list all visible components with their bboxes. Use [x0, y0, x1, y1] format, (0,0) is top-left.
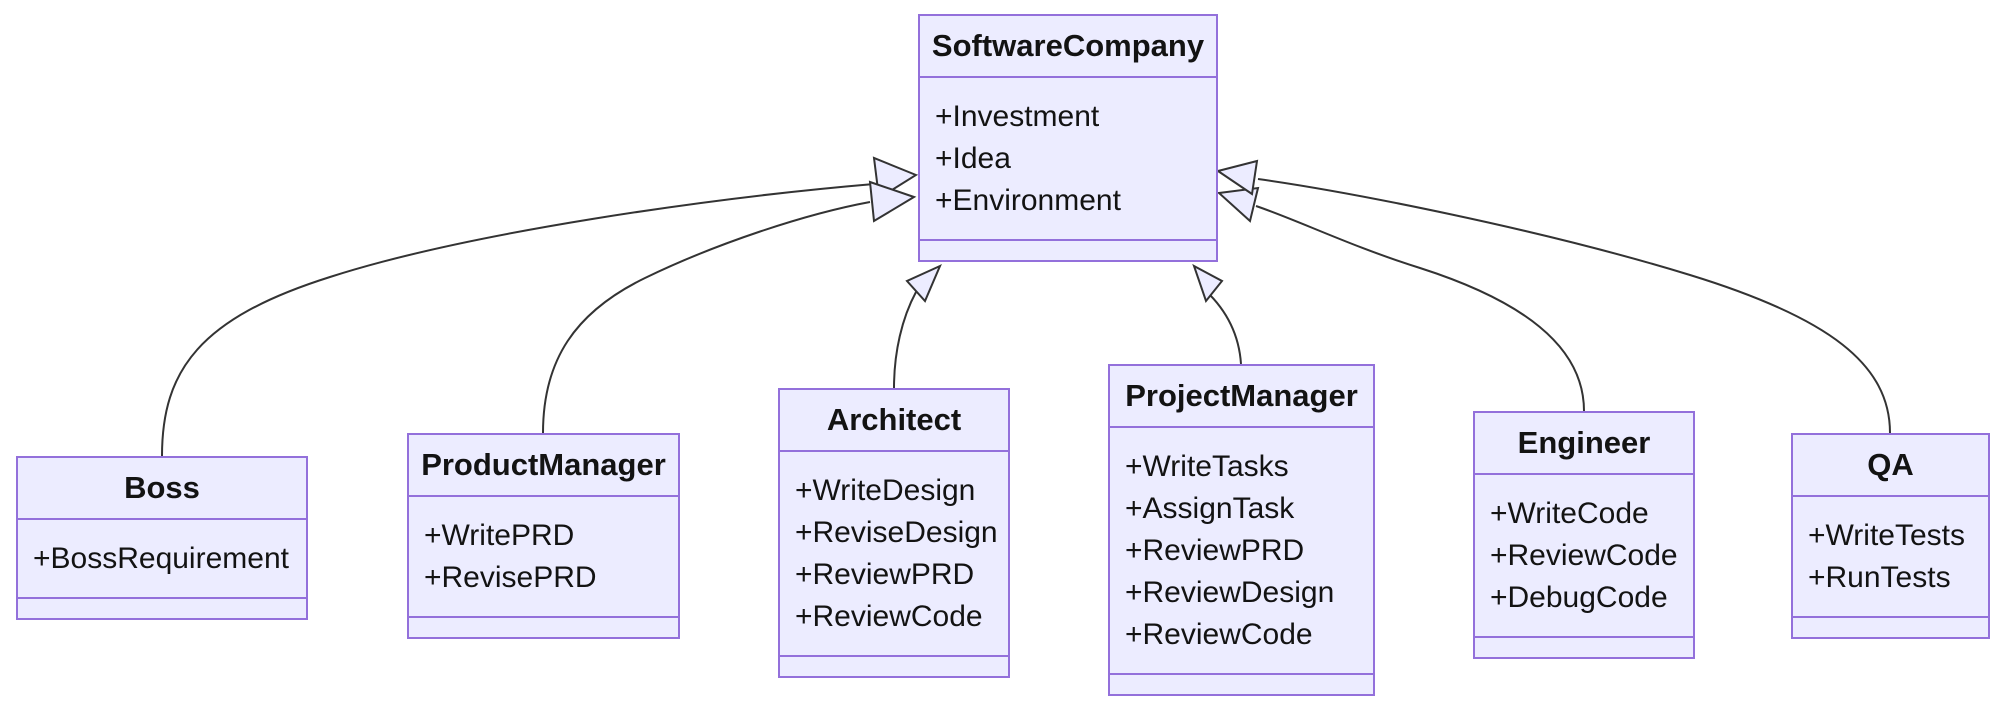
class-title: Boss	[18, 458, 306, 520]
class-methods-empty-section	[1475, 638, 1693, 657]
class-members-section: +BossRequirement	[18, 520, 306, 599]
class-box-productmanager: ProductManager +WritePRD +RevisePRD	[407, 433, 680, 639]
class-member: +RunTests	[1808, 561, 1951, 594]
class-member: +Idea	[935, 142, 1011, 175]
inheritance-arrowhead-architect	[905, 264, 942, 303]
class-member: +WriteDesign	[795, 474, 976, 507]
class-member: +WriteTasks	[1125, 450, 1289, 483]
class-member: +ReviewCode	[1490, 539, 1678, 572]
class-member: +Investment	[935, 100, 1100, 133]
inheritance-edge-engineer-softwarecompany	[1216, 186, 1585, 412]
class-members-section: +Investment +Idea +Environment	[920, 78, 1216, 241]
inheritance-edge-projectmanager-softwarecompany	[1192, 263, 1242, 365]
class-member: +BossRequirement	[33, 542, 289, 575]
class-member: +WritePRD	[424, 519, 575, 552]
class-title: QA	[1793, 435, 1988, 497]
inheritance-edge-qa-softwarecompany	[1215, 159, 1891, 434]
class-member: +ReviewDesign	[1125, 576, 1335, 609]
class-methods-empty-section	[780, 657, 1008, 676]
class-box-softwarecompany: SoftwareCompany +Investment +Idea +Envir…	[918, 14, 1218, 262]
class-methods-empty-section	[920, 241, 1216, 260]
class-title: ProductManager	[409, 435, 678, 497]
class-methods-empty-section	[409, 618, 678, 637]
class-members-section: +WritePRD +RevisePRD	[409, 497, 678, 618]
class-box-boss: Boss +BossRequirement	[16, 456, 308, 620]
class-title: SoftwareCompany	[920, 16, 1216, 78]
class-member: +RevisePRD	[424, 561, 597, 594]
class-members-section: +WriteCode +ReviewCode +DebugCode	[1475, 475, 1693, 638]
class-title: ProjectManager	[1110, 366, 1373, 428]
class-member: +ReviseDesign	[795, 516, 998, 549]
class-members-section: +WriteTests +RunTests	[1793, 497, 1988, 618]
class-member: +Environment	[935, 184, 1121, 217]
class-member: +DebugCode	[1490, 581, 1668, 614]
class-box-architect: Architect +WriteDesign +ReviseDesign +Re…	[778, 388, 1010, 678]
class-member: +ReviewCode	[1125, 618, 1313, 651]
inheritance-edge-productmanager-softwarecompany	[542, 180, 917, 434]
class-member: +ReviewPRD	[1125, 534, 1305, 567]
class-members-section: +WriteTasks +AssignTask +ReviewPRD +Revi…	[1110, 428, 1373, 675]
inheritance-arrowhead-projectmanager	[1192, 263, 1224, 304]
class-methods-empty-section	[18, 599, 306, 618]
class-members-section: +WriteDesign +ReviseDesign +ReviewPRD +R…	[780, 452, 1008, 657]
inheritance-arrowhead-qa	[1215, 159, 1259, 196]
class-title: Architect	[780, 390, 1008, 452]
class-box-qa: QA +WriteTests +RunTests	[1791, 433, 1990, 639]
edge-line-qa	[1257, 178, 1891, 434]
edge-line-boss	[161, 183, 875, 457]
class-member: +WriteCode	[1490, 497, 1649, 530]
edge-line-productmanager	[542, 201, 871, 434]
class-methods-empty-section	[1110, 675, 1373, 694]
edge-line-projectmanager	[1205, 290, 1242, 365]
class-methods-empty-section	[1793, 618, 1988, 637]
class-box-projectmanager: ProjectManager +WriteTasks +AssignTask +…	[1108, 364, 1375, 696]
class-member: +WriteTests	[1808, 519, 1965, 552]
inheritance-arrowhead-productmanager	[868, 180, 917, 223]
class-member: +AssignTask	[1125, 492, 1295, 525]
class-member: +ReviewCode	[795, 600, 983, 633]
class-member: +ReviewPRD	[795, 558, 975, 591]
inheritance-arrowhead-engineer	[1216, 186, 1260, 223]
edge-line-architect	[893, 291, 917, 389]
class-box-engineer: Engineer +WriteCode +ReviewCode +DebugCo…	[1473, 411, 1695, 659]
class-title: Engineer	[1475, 413, 1693, 475]
edge-line-engineer	[1255, 205, 1585, 412]
inheritance-edge-architect-softwarecompany	[893, 264, 942, 389]
